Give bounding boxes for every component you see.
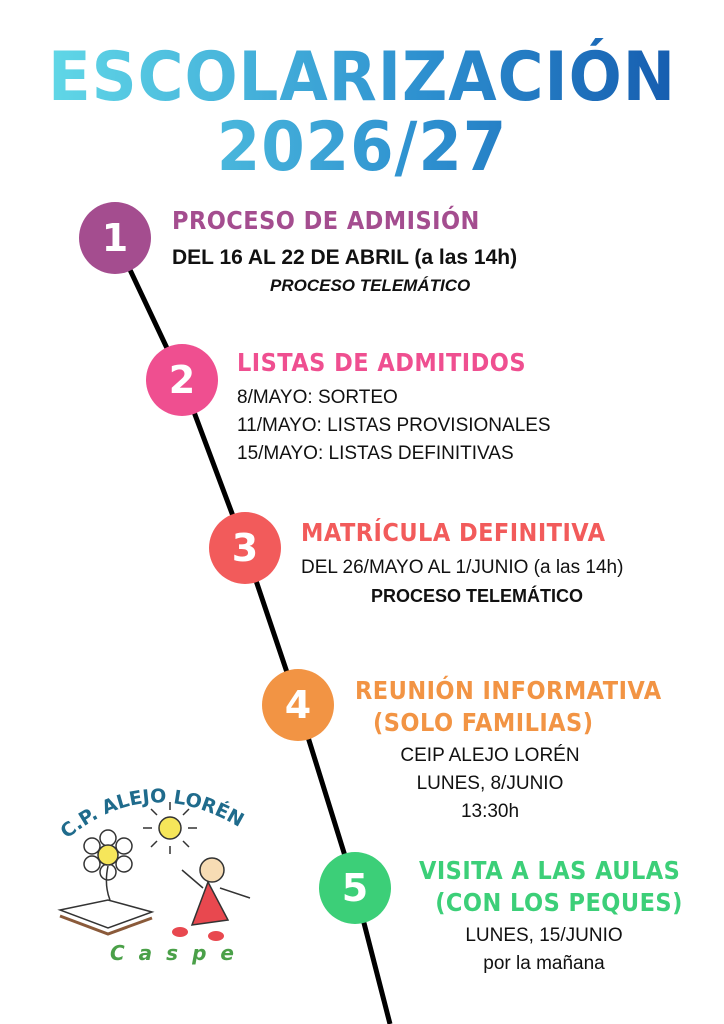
step-5-number: 5 [319, 852, 391, 924]
step-2: LISTAS DE ADMITIDOS 8/MAYO: SORTEO 11/MA… [237, 348, 558, 468]
title-line-2: 2026/27 [29, 108, 695, 187]
child-icon [172, 857, 251, 941]
step-5-heading: VISITA A LAS AULAS [419, 856, 681, 885]
step-4: REUNIÓN INFORMATIVA (SOLO FAMILIAS) CEIP… [355, 676, 675, 826]
book-icon [57, 899, 155, 936]
step-5: VISITA A LAS AULAS (CON LOS PEQUES) LUNE… [419, 856, 724, 978]
step-4-heading-2: (SOLO FAMILIAS) [373, 708, 594, 737]
step-4-number: 4 [262, 669, 334, 741]
logo-school-name: C.P. ALEJO LORÉN [56, 785, 247, 842]
title-line-1: ESCOLARIZACIÓN [29, 38, 695, 117]
step-5-line: por la mañana [483, 953, 605, 974]
step-3-line: DEL 26/MAYO AL 1/JUNIO (a las 14h) [301, 557, 624, 578]
step-2-line: 11/MAYO: LISTAS PROVISIONALES [237, 415, 551, 436]
step-1-line: PROCESO TELEMÁTICO [270, 276, 471, 295]
step-4-line: 13:30h [460, 801, 520, 822]
step-3-number: 3 [209, 512, 281, 584]
step-2-heading: LISTAS DE ADMITIDOS [237, 348, 526, 377]
step-3-heading: MATRÍCULA DEFINITIVA [301, 518, 606, 547]
step-1: PROCESO DE ADMISIÓN DEL 16 AL 22 DE ABRI… [172, 206, 517, 300]
step-2-line: 8/MAYO: SORTEO [237, 387, 398, 408]
sun-icon [143, 802, 197, 854]
step-1-heading: PROCESO DE ADMISIÓN [172, 206, 480, 235]
flower-icon [83, 829, 133, 901]
step-5-heading-2: (CON LOS PEQUES) [435, 888, 683, 917]
logo-town: Caspe [110, 941, 248, 965]
step-4-heading: REUNIÓN INFORMATIVA [355, 676, 662, 705]
svg-text:C.P. ALEJO LORÉN: C.P. ALEJO LORÉN [56, 785, 247, 842]
step-2-number: 2 [146, 344, 218, 416]
school-logo: C.P. ALEJO LORÉN Caspe [56, 785, 251, 965]
step-1-number: 1 [79, 202, 151, 274]
step-5-line: LUNES, 15/JUNIO [465, 925, 623, 946]
step-4-line: CEIP ALEJO LORÉN [400, 745, 580, 766]
step-2-line: 15/MAYO: LISTAS DEFINITIVAS [237, 443, 514, 464]
step-4-line: LUNES, 8/JUNIO [416, 773, 564, 794]
step-3: MATRÍCULA DEFINITIVA DEL 26/MAYO AL 1/JU… [301, 518, 639, 610]
step-1-line: DEL 16 AL 22 DE ABRIL (a las 14h) [172, 246, 518, 269]
step-3-line: PROCESO TELEMÁTICO [371, 586, 584, 606]
